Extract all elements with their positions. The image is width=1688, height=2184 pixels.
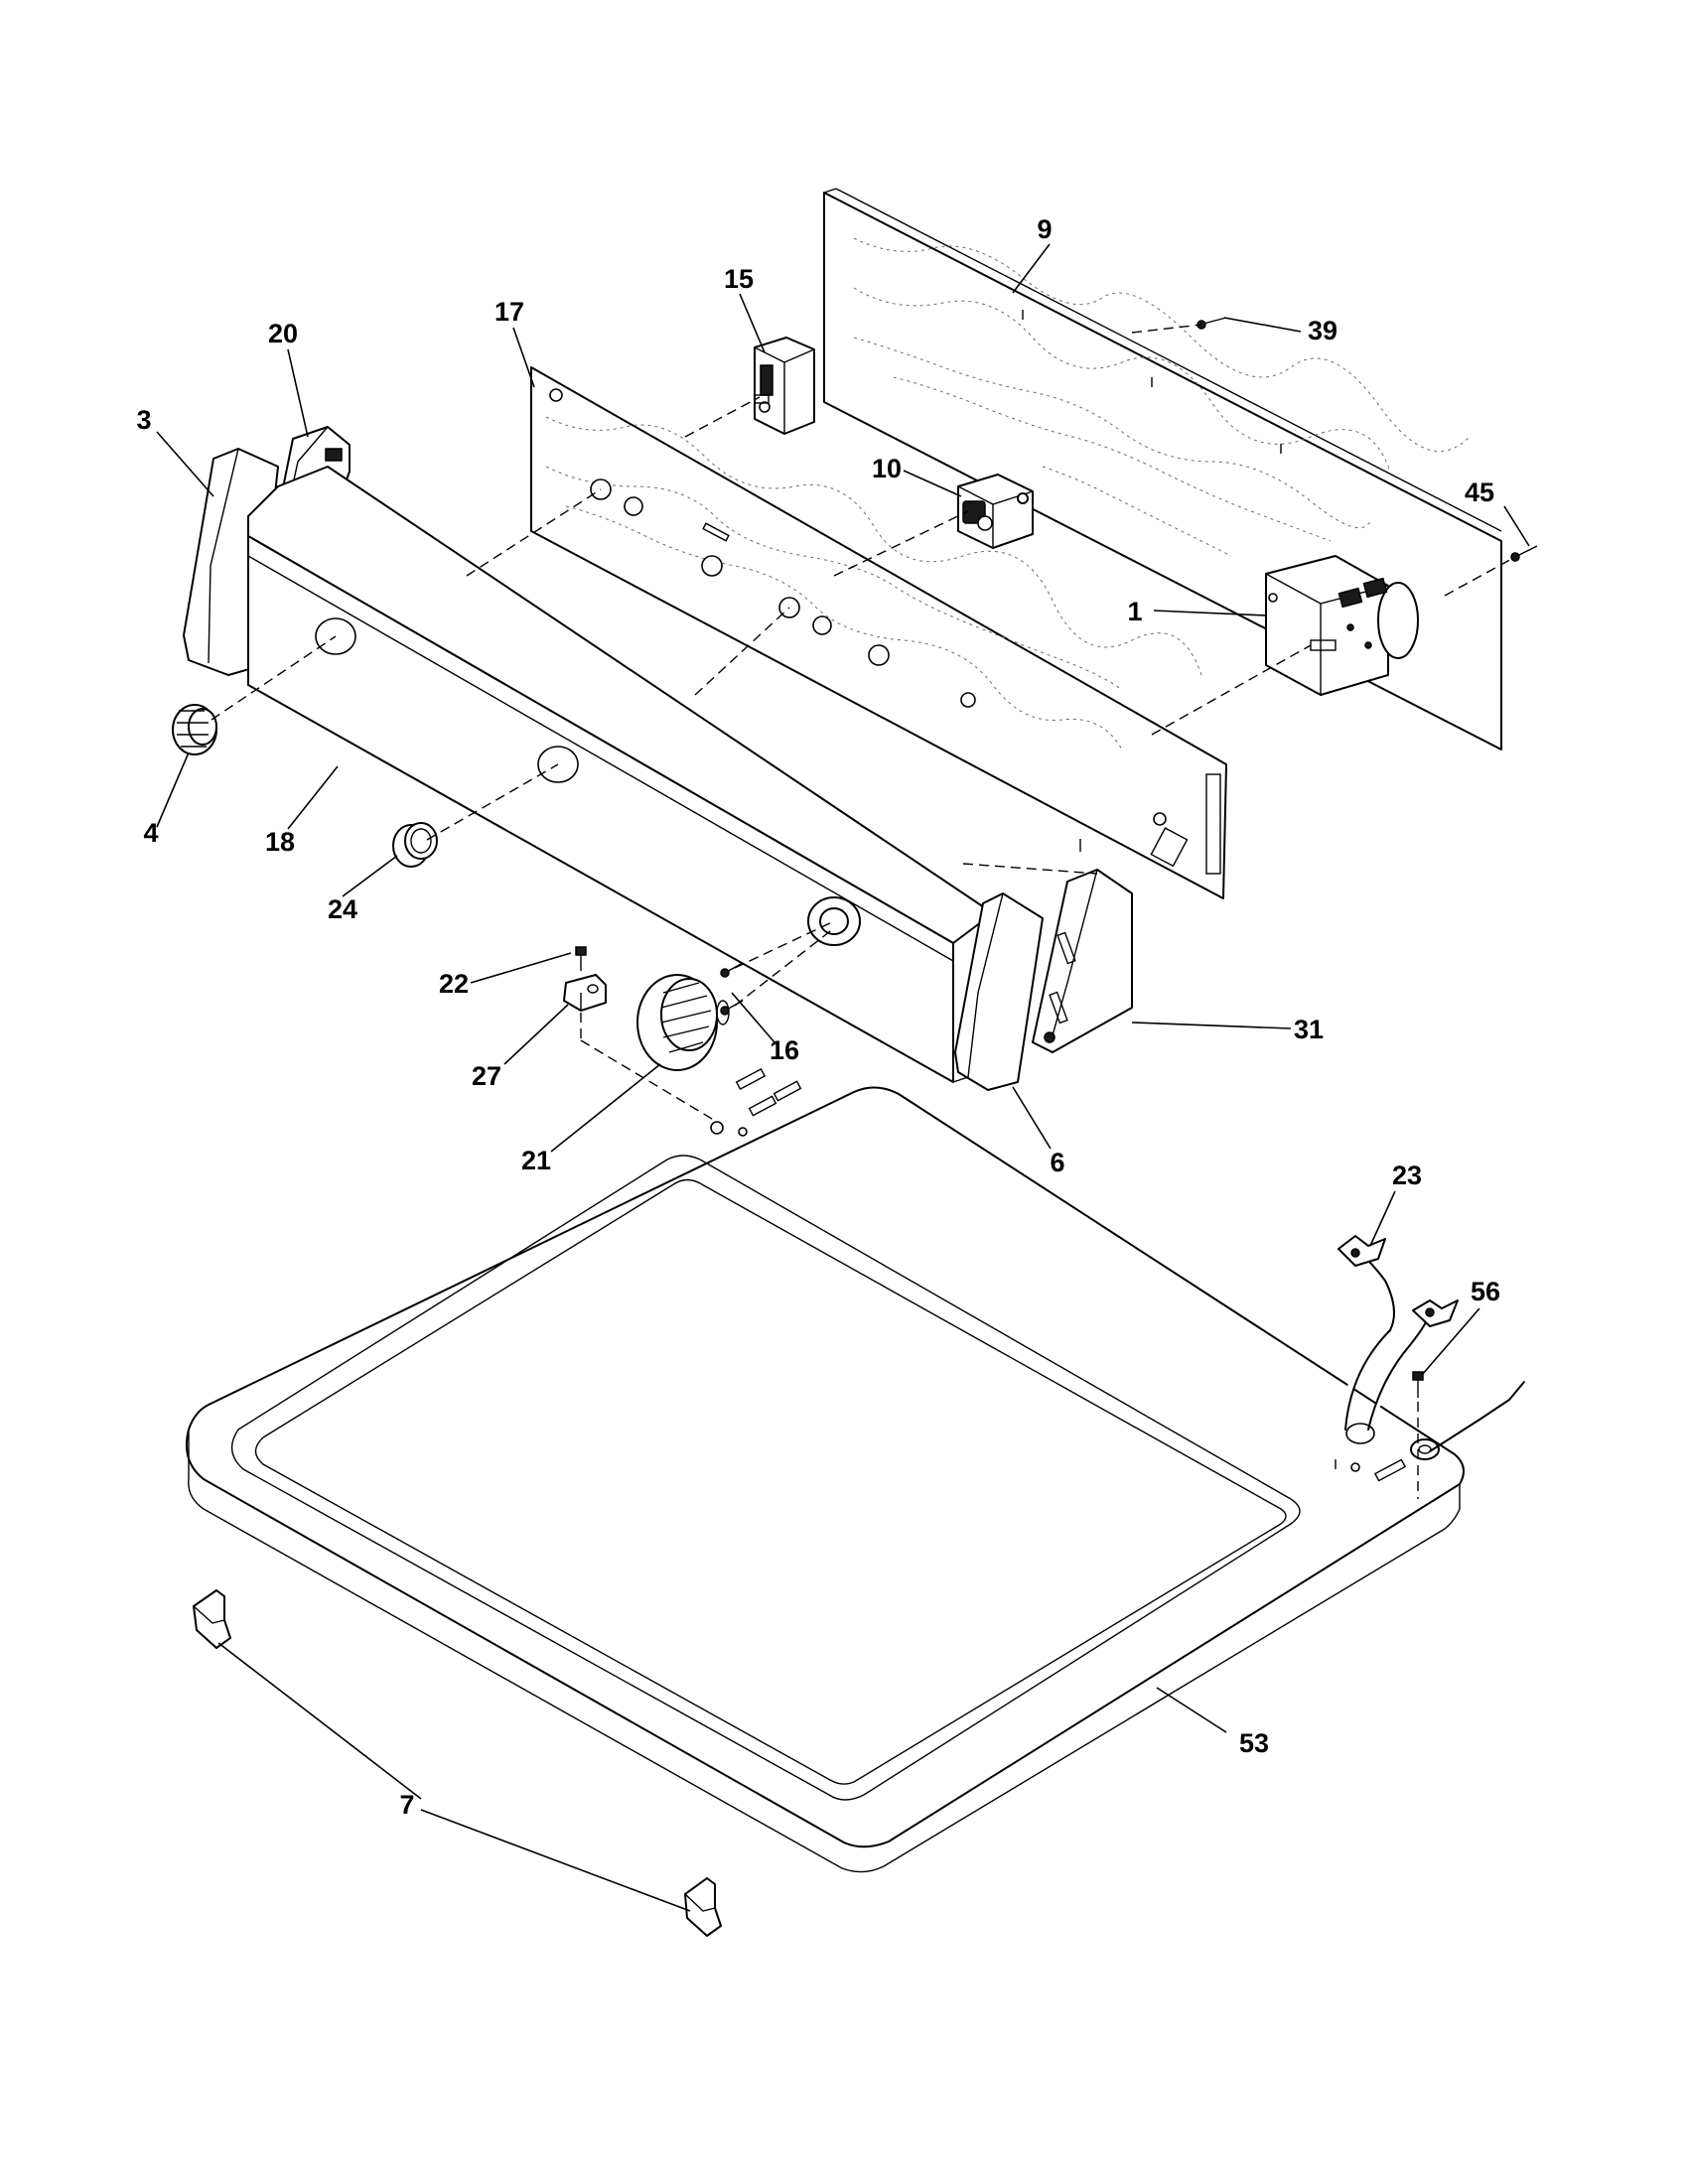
- part-console-panel: [530, 366, 1227, 899]
- assembly-guide-lines: [211, 324, 1516, 1499]
- callout-18: 18: [265, 827, 295, 857]
- callout-1: 1: [1127, 597, 1142, 626]
- part-knob-small: [172, 704, 217, 755]
- callout-24: 24: [328, 894, 357, 924]
- part-right-bracket: [1032, 869, 1133, 1053]
- callout-16: 16: [770, 1035, 799, 1065]
- part-screw-39: [1196, 317, 1227, 330]
- part-top-lid: [185, 1067, 1465, 1873]
- part-foot-right: [684, 1877, 722, 1937]
- callout-20: 20: [268, 319, 298, 348]
- callout-23: 23: [1392, 1160, 1422, 1190]
- part-push-switch: [957, 474, 1034, 549]
- part-selector-switch: [754, 337, 815, 435]
- part-timer: [1265, 555, 1419, 696]
- callout-7: 7: [399, 1790, 414, 1820]
- callouts: 9 15 17 20 39 3 10 45 1 4 18 24 22 16 31…: [136, 214, 1500, 1820]
- callout-39: 39: [1308, 316, 1337, 345]
- part-screw-45: [1510, 545, 1538, 562]
- callout-22: 22: [439, 969, 469, 999]
- callout-27: 27: [472, 1061, 501, 1091]
- part-knob-large: [636, 974, 730, 1071]
- part-foot-left: [193, 1589, 231, 1649]
- callout-15: 15: [724, 264, 754, 294]
- part-clip: [563, 974, 607, 1012]
- part-push-button-cap: [392, 822, 438, 868]
- callout-9: 9: [1037, 214, 1052, 244]
- callout-56: 56: [1471, 1277, 1500, 1306]
- callout-45: 45: [1465, 478, 1494, 507]
- callout-4: 4: [143, 818, 158, 848]
- callout-6: 6: [1050, 1148, 1064, 1177]
- leader-lines: [156, 243, 1530, 1912]
- part-right-end-cap: [954, 892, 1044, 1091]
- callout-53: 53: [1239, 1728, 1269, 1758]
- callout-31: 31: [1294, 1015, 1324, 1044]
- callout-17: 17: [494, 297, 524, 327]
- part-console-front: [247, 466, 994, 1083]
- callout-21: 21: [521, 1146, 551, 1175]
- callout-3: 3: [136, 405, 151, 435]
- part-screw-16-bottom: [720, 1000, 744, 1016]
- part-screw-22: [575, 946, 587, 971]
- callout-10: 10: [872, 454, 902, 483]
- part-wire-harness: [1337, 1235, 1525, 1452]
- part-screw-56: [1412, 1371, 1424, 1398]
- part-screw-16-top: [720, 962, 744, 978]
